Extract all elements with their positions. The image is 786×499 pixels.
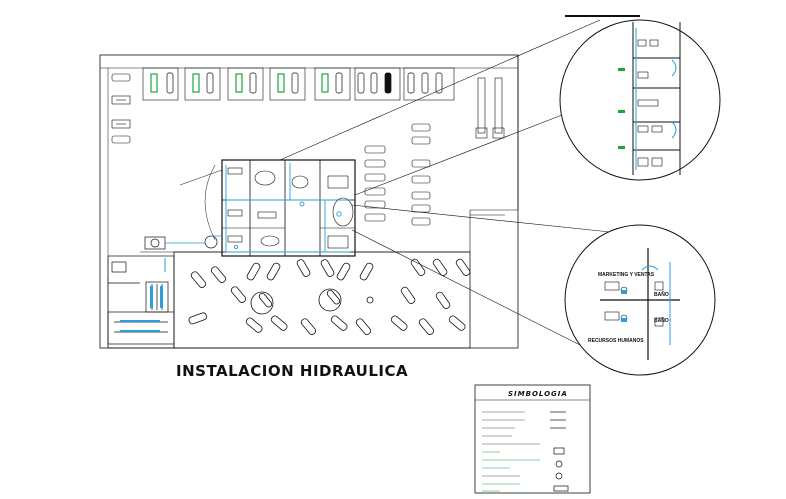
top-cars (166, 72, 443, 94)
building-furniture (227, 167, 349, 249)
lower-left-block (107, 255, 175, 349)
room-label-hr: RECURSOS HUMANOS (588, 338, 644, 344)
detail-leader-lines (279, 19, 611, 346)
truck-bays (475, 77, 505, 139)
water-tank (144, 164, 222, 250)
water-pipes (225, 163, 350, 253)
detail-circle-lower: MARKETING Y VENTAS RECURSOS HUMANOS BAÑO… (564, 224, 716, 376)
lower-parking-area (173, 251, 471, 349)
right-parking-cars (364, 123, 431, 226)
upper-parking-row (142, 67, 455, 101)
blue-fixtures-lower-left (120, 286, 163, 332)
lower-parking-cars (188, 258, 471, 335)
green-fixtures-top (150, 73, 329, 93)
room-label-marketing: MARKETING Y VENTAS (598, 272, 655, 278)
bath-label-lower: BAÑO (654, 317, 669, 324)
legend-title: SIMBOLOGIA (508, 390, 568, 398)
drawing-title: INSTALACION HIDRAULICA (176, 362, 408, 380)
legend-box: SIMBOLOGIA (474, 384, 591, 494)
detail-circle-upper (559, 19, 721, 181)
left-parking-column (111, 73, 131, 144)
bath-label-upper: BAÑO (654, 291, 669, 298)
